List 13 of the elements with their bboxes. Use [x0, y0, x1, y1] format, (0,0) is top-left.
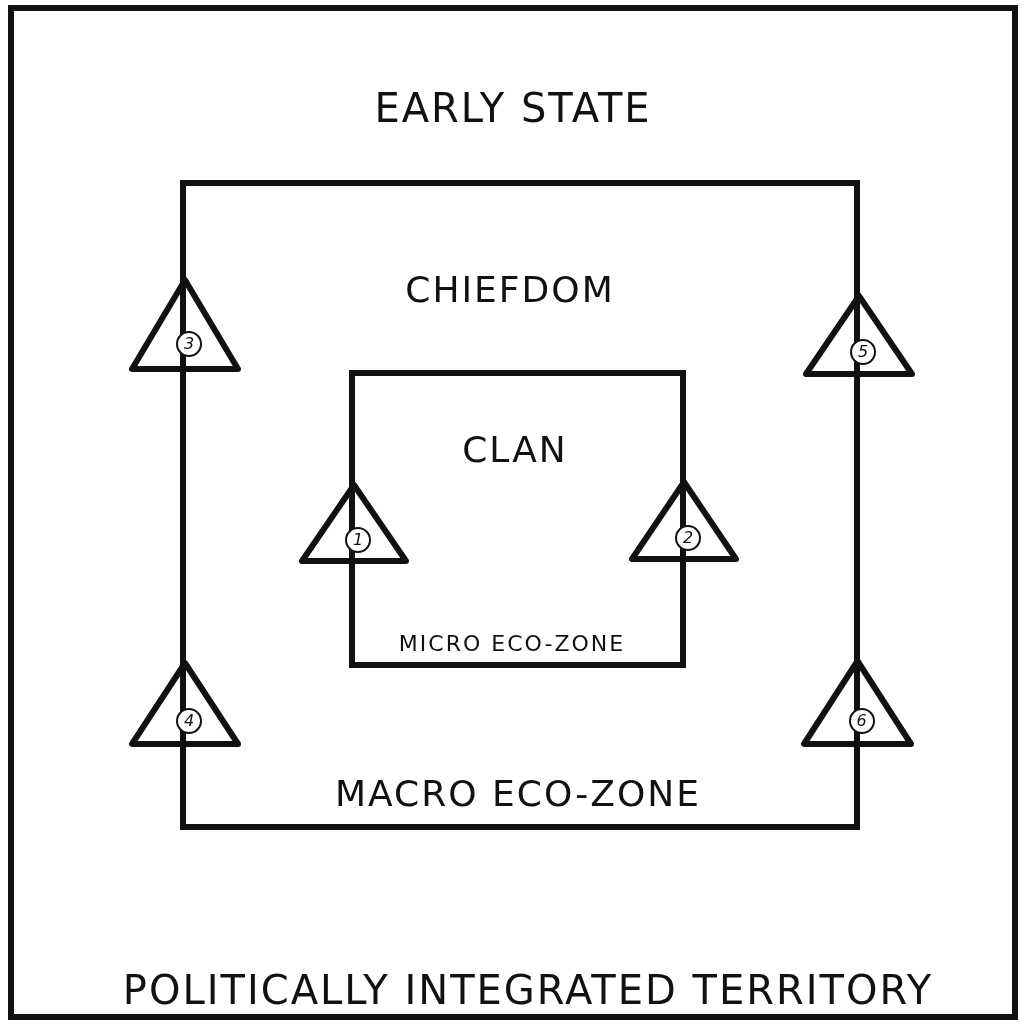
circled-number: 2: [675, 524, 701, 551]
circled-number: 5: [850, 339, 876, 366]
circled-number: 4: [176, 708, 202, 735]
box-heading: CLAN: [462, 432, 568, 468]
circled-number: 1: [345, 526, 371, 553]
region-box: [8, 5, 1018, 1020]
box-heading: EARLY STATE: [374, 88, 652, 128]
box-heading: CHIEFDOM: [405, 272, 615, 308]
box-caption: MICRO ECO-ZONE: [398, 633, 626, 655]
circled-number: 3: [176, 330, 202, 357]
circled-number: 6: [848, 707, 875, 734]
box-caption: MACRO ECO-ZONE: [335, 776, 701, 812]
box-caption: POLITICALLY INTEGRATED TERRITORY: [122, 970, 934, 1010]
